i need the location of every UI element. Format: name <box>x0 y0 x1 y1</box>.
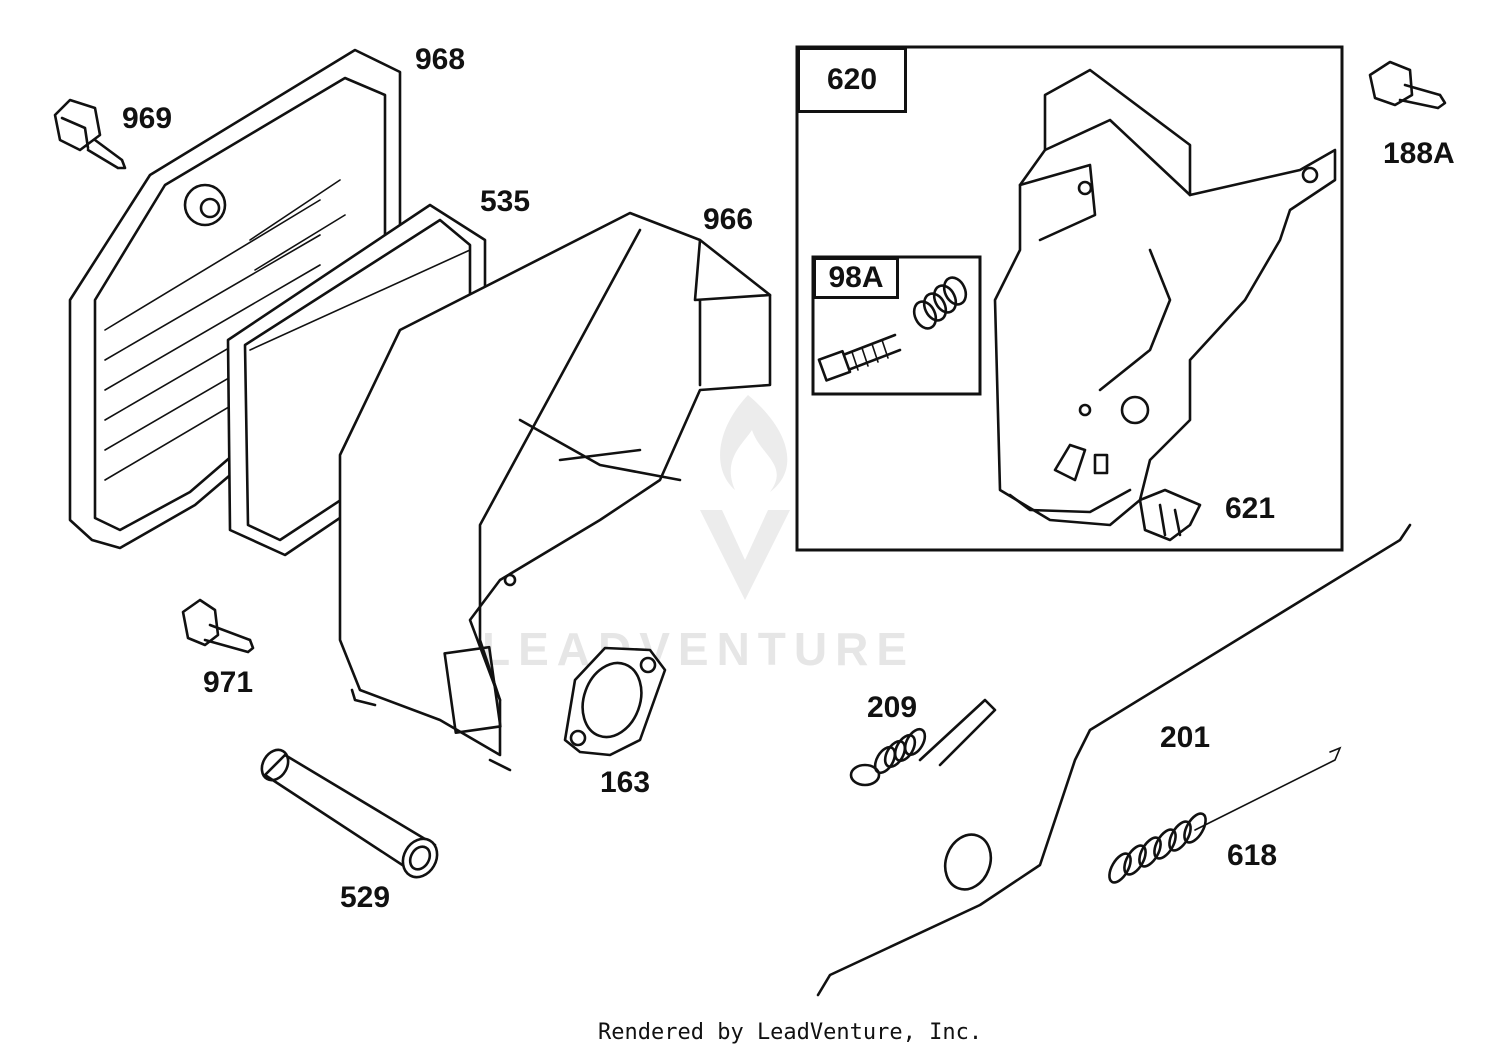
part-618-spring[interactable] <box>1105 746 1342 886</box>
part-163-gasket[interactable] <box>563 646 667 757</box>
render-credit: Rendered by LeadVenture, Inc. <box>598 1020 983 1045</box>
part-98A-screw-spring[interactable] <box>817 274 970 382</box>
part-621-clip[interactable] <box>1138 488 1202 542</box>
part-620-control-bracket[interactable] <box>993 68 1337 527</box>
part-971-bolt[interactable] <box>181 598 255 654</box>
part-188A-bolt[interactable] <box>1368 60 1447 110</box>
label-163[interactable]: 163 <box>600 766 651 799</box>
part-969-screw[interactable] <box>53 98 127 170</box>
label-968[interactable]: 968 <box>415 43 466 76</box>
part-201-rod[interactable] <box>816 523 1412 997</box>
label-529[interactable]: 529 <box>340 881 391 914</box>
label-966[interactable]: 966 <box>703 203 754 236</box>
label-98A[interactable]: 98A <box>813 257 899 299</box>
label-201[interactable]: 201 <box>1160 721 1211 754</box>
part-209-spring[interactable] <box>849 698 997 787</box>
label-618[interactable]: 618 <box>1227 839 1278 872</box>
label-621[interactable]: 621 <box>1225 492 1276 525</box>
part-529-tube[interactable] <box>257 745 444 883</box>
label-969[interactable]: 969 <box>122 102 173 135</box>
part-966-cover[interactable] <box>338 211 772 772</box>
label-620[interactable]: 620 <box>797 47 907 113</box>
assembly-620-frame <box>795 45 1344 552</box>
watermark-text: LEADVENTURE <box>482 623 916 675</box>
label-971[interactable]: 971 <box>203 666 254 699</box>
label-188A[interactable]: 188A <box>1383 137 1455 170</box>
label-535[interactable]: 535 <box>480 185 531 218</box>
label-209[interactable]: 209 <box>867 691 918 724</box>
